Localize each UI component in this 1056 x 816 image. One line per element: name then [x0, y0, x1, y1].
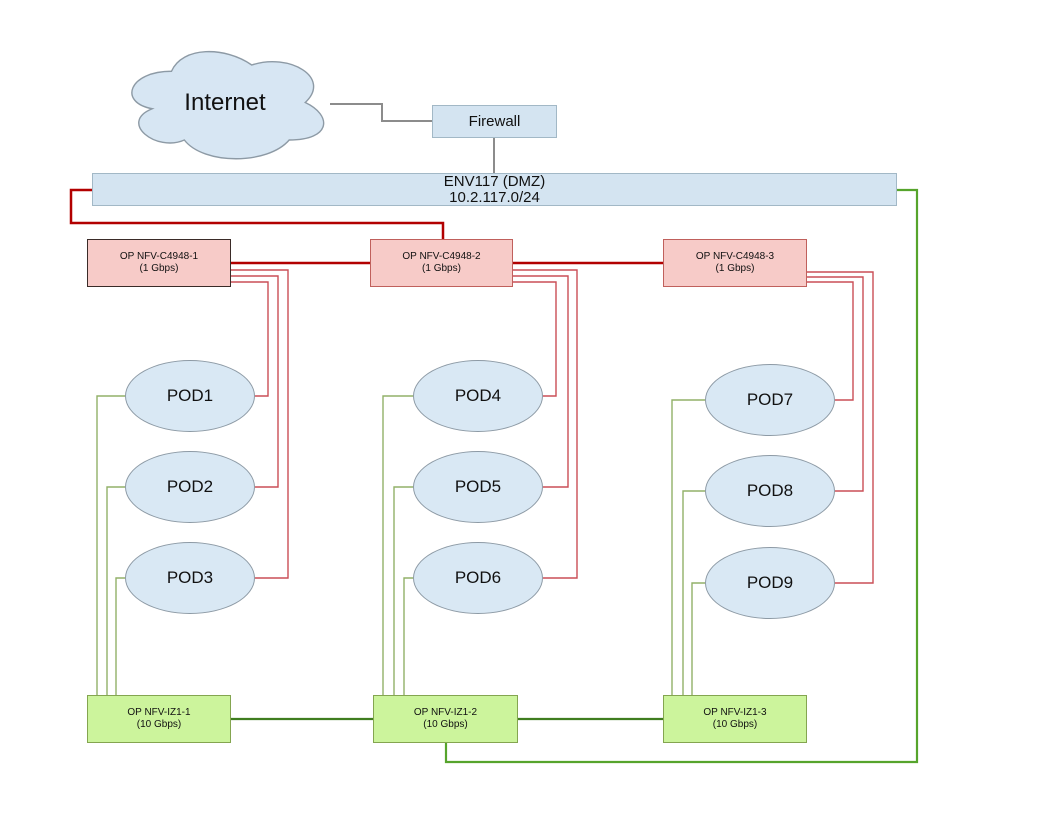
- firewall-label: Firewall: [468, 112, 521, 130]
- link-c4948-3-to-pod8: [807, 276, 864, 492]
- pod-2: POD2: [125, 451, 255, 523]
- link-pod8-to-iz1-3: [682, 490, 705, 695]
- cloud-icon: [131, 50, 325, 160]
- pod-label: POD2: [166, 477, 214, 496]
- switch-speed: (10 Gbps): [136, 719, 182, 730]
- pod-7: POD7: [705, 364, 835, 436]
- dmz-bar: ENV117 (DMZ) 10.2.117.0/24: [92, 173, 897, 206]
- pod-label: POD5: [454, 477, 502, 496]
- pod-5: POD5: [413, 451, 543, 523]
- pod-label: POD3: [166, 568, 214, 587]
- switch-iz1-1: OP NFV-IZ1-1 (10 Gbps): [87, 695, 231, 743]
- switch-name: OP NFV-C4948-1: [119, 251, 199, 262]
- pod-label: POD1: [166, 386, 214, 405]
- switch-speed: (1 Gbps): [715, 263, 755, 274]
- pod-9: POD9: [705, 547, 835, 619]
- pod-8: POD8: [705, 455, 835, 527]
- link-pod3-to-iz1-1: [115, 577, 125, 695]
- link-pod4-to-iz1-2: [382, 395, 413, 695]
- dmz-name: ENV117 (DMZ): [443, 172, 546, 190]
- pod-label: POD9: [746, 573, 794, 592]
- switch-name: OP NFV-C4948-2: [402, 251, 481, 262]
- link-pod9-to-iz1-3: [691, 582, 705, 695]
- switch-c4948-3: OP NFV-C4948-3 (1 Gbps): [663, 239, 807, 287]
- link-c4948-1-to-pod3: [231, 269, 289, 579]
- pod-label: POD4: [454, 386, 502, 405]
- pod-1: POD1: [125, 360, 255, 432]
- link-dmz-to-c4948-2: [69, 188, 445, 239]
- link-pod1-to-iz1-1: [96, 395, 125, 695]
- link-pod5-to-iz1-2: [393, 486, 413, 695]
- link-internet-to-firewall: [330, 103, 432, 122]
- dmz-subnet: 10.2.117.0/24: [449, 188, 540, 206]
- pod-label: POD7: [746, 390, 794, 409]
- link-c4948-2-to-pod6: [513, 269, 578, 579]
- internet-node: Internet: [118, 40, 332, 165]
- link-dmz-to-iz1-2: [444, 188, 919, 764]
- pod-label: POD8: [746, 481, 794, 500]
- link-pod2-to-iz1-1: [106, 486, 125, 695]
- link-c4948-3-to-pod7: [807, 281, 854, 401]
- pod-label: POD6: [454, 568, 502, 587]
- switch-c4948-2: OP NFV-C4948-2 (1 Gbps): [370, 239, 513, 287]
- switch-speed: (10 Gbps): [423, 719, 468, 730]
- link-pod7-to-iz1-3: [671, 399, 705, 695]
- switch-name: OP NFV-IZ1-3: [703, 707, 767, 718]
- link-c4948-2-to-pod4: [513, 281, 557, 397]
- firewall-node: Firewall: [432, 105, 557, 138]
- switch-c4948-1: OP NFV-C4948-1 (1 Gbps): [87, 239, 231, 287]
- link-c4948-2-to-pod5: [513, 275, 569, 488]
- switch-speed: (1 Gbps): [139, 263, 179, 274]
- link-c4948-3-to-pod9: [807, 271, 874, 584]
- pod-4: POD4: [413, 360, 543, 432]
- switch-speed: (1 Gbps): [422, 263, 461, 274]
- link-c4948-1-to-pod1: [231, 281, 269, 397]
- switch-name: OP NFV-IZ1-1: [127, 707, 191, 718]
- switch-iz1-2: OP NFV-IZ1-2 (10 Gbps): [373, 695, 518, 743]
- internet-label: Internet: [184, 88, 266, 116]
- pod-6: POD6: [413, 542, 543, 614]
- switch-speed: (10 Gbps): [712, 719, 758, 730]
- link-pod6-to-iz1-2: [403, 577, 413, 695]
- switch-iz1-3: OP NFV-IZ1-3 (10 Gbps): [663, 695, 807, 743]
- switch-name: OP NFV-IZ1-2: [413, 707, 478, 718]
- pod-3: POD3: [125, 542, 255, 614]
- switch-name: OP NFV-C4948-3: [695, 251, 775, 262]
- link-c4948-1-to-pod2: [231, 275, 279, 488]
